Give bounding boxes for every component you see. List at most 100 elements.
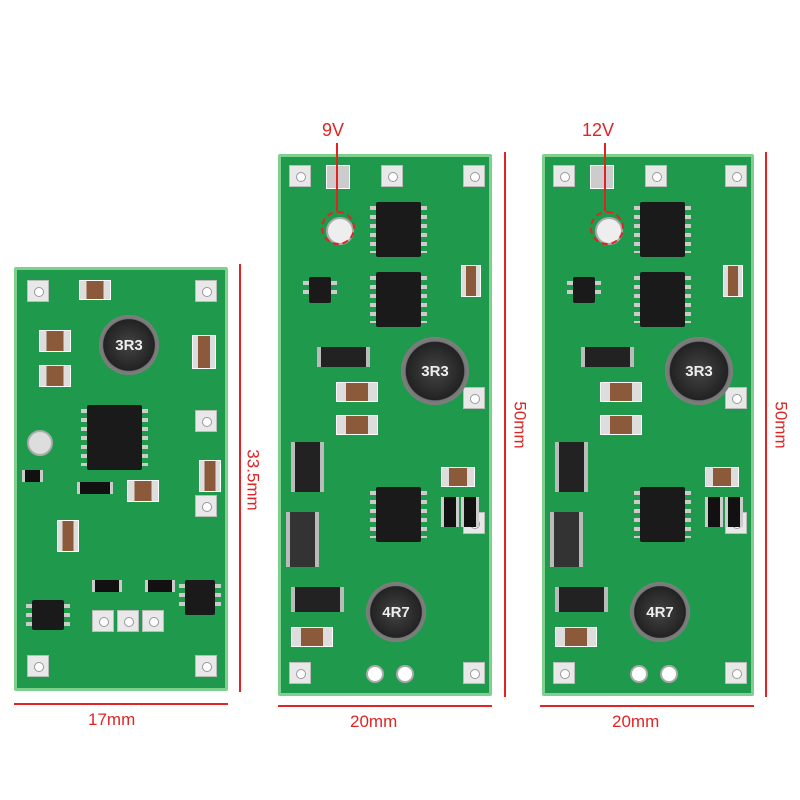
- height-dimension-line: [239, 264, 241, 692]
- inductor-label: 4R7: [382, 603, 410, 621]
- width-dimension-line: [278, 705, 492, 707]
- diode: [291, 587, 344, 612]
- pad: [195, 280, 217, 302]
- capacitor: [199, 460, 221, 492]
- ic-chip: [634, 272, 691, 327]
- pad: [463, 387, 485, 409]
- potentiometer: [27, 430, 53, 456]
- resistor: [22, 470, 43, 482]
- ic-chip: [370, 487, 427, 542]
- capacitor: [336, 415, 378, 435]
- voltage-label: 9V: [322, 120, 345, 140]
- capacitor: [705, 467, 739, 487]
- capacitor: [79, 280, 111, 300]
- pad: [289, 165, 311, 187]
- inductor-label: 3R3: [421, 362, 449, 380]
- ic-chip: [370, 272, 427, 327]
- led-diode: [550, 512, 583, 567]
- inductor-label: 3R3: [685, 362, 713, 380]
- height-label: 50mm: [771, 401, 791, 449]
- led-pad: [630, 665, 648, 683]
- voltage-marker-circle: [590, 211, 624, 245]
- pad: [142, 610, 164, 632]
- capacitor: [192, 335, 216, 369]
- resistor: [461, 497, 479, 527]
- resistor: [705, 497, 723, 527]
- height-dimension-line: [504, 152, 506, 697]
- pad: [553, 662, 575, 684]
- pad: [195, 410, 217, 432]
- capacitor: [127, 480, 159, 502]
- transistor: [567, 277, 601, 303]
- pad: [463, 165, 485, 187]
- capacitor: [336, 382, 378, 402]
- height-label: 50mm: [510, 401, 530, 449]
- capacitor: [39, 330, 71, 352]
- led-pad: [396, 665, 414, 683]
- pad: [463, 662, 485, 684]
- width-dimension-line: [14, 703, 228, 705]
- width-label: 20mm: [350, 712, 398, 731]
- height-label: 33.5mm: [243, 449, 263, 511]
- pad: [195, 495, 217, 517]
- led-diode: [286, 512, 319, 567]
- resistor: [145, 580, 175, 592]
- ic-chip: [634, 487, 691, 542]
- voltage-pointer-line: [604, 143, 606, 211]
- capacitor: [461, 265, 481, 297]
- diode: [555, 587, 608, 612]
- pad: [195, 655, 217, 677]
- height-dimension-line: [765, 152, 767, 697]
- 12v-pcb-board: 3R3 4R7: [542, 154, 754, 696]
- width-dimension-line: [540, 705, 754, 707]
- resistor: [92, 580, 122, 592]
- inductor: 3R3: [665, 337, 733, 405]
- capacitor: [39, 365, 71, 387]
- capacitor: [723, 265, 743, 297]
- 9v-pcb-board: 3R3 4R7: [278, 154, 492, 696]
- capacitor: [326, 165, 350, 189]
- diode: [555, 442, 588, 492]
- capacitor: [555, 627, 597, 647]
- pad: [27, 655, 49, 677]
- pad: [117, 610, 139, 632]
- led-pad: [366, 665, 384, 683]
- pad: [725, 662, 747, 684]
- inductor: 4R7: [366, 582, 426, 642]
- inductor-label: 4R7: [646, 603, 674, 621]
- pad: [381, 165, 403, 187]
- diode: [581, 347, 634, 367]
- transistor: [26, 600, 70, 630]
- small-pcb-board: 3R3: [14, 267, 228, 691]
- ic-chip: [370, 202, 427, 257]
- inductor: 3R3: [401, 337, 469, 405]
- voltage-marker-circle: [321, 211, 355, 245]
- transistor: [303, 277, 337, 303]
- resistor: [77, 482, 113, 494]
- diode: [317, 347, 370, 367]
- pad: [27, 280, 49, 302]
- pad: [645, 165, 667, 187]
- pad: [725, 387, 747, 409]
- ic-chip: [81, 405, 148, 470]
- pad: [725, 165, 747, 187]
- voltage-label: 12V: [582, 120, 615, 140]
- pad: [92, 610, 114, 632]
- ic-chip: [634, 202, 691, 257]
- capacitor: [57, 520, 79, 552]
- capacitor: [441, 467, 475, 487]
- led-pad: [660, 665, 678, 683]
- diode: [291, 442, 324, 492]
- capacitor: [600, 415, 642, 435]
- width-label: 20mm: [612, 712, 660, 731]
- capacitor: [600, 382, 642, 402]
- voltage-pointer-line: [336, 143, 338, 211]
- capacitor: [590, 165, 614, 189]
- resistor: [725, 497, 743, 527]
- pad: [553, 165, 575, 187]
- capacitor: [291, 627, 333, 647]
- width-label: 17mm: [88, 710, 136, 729]
- inductor-label: 3R3: [115, 336, 143, 354]
- regulator-chip: [179, 580, 221, 615]
